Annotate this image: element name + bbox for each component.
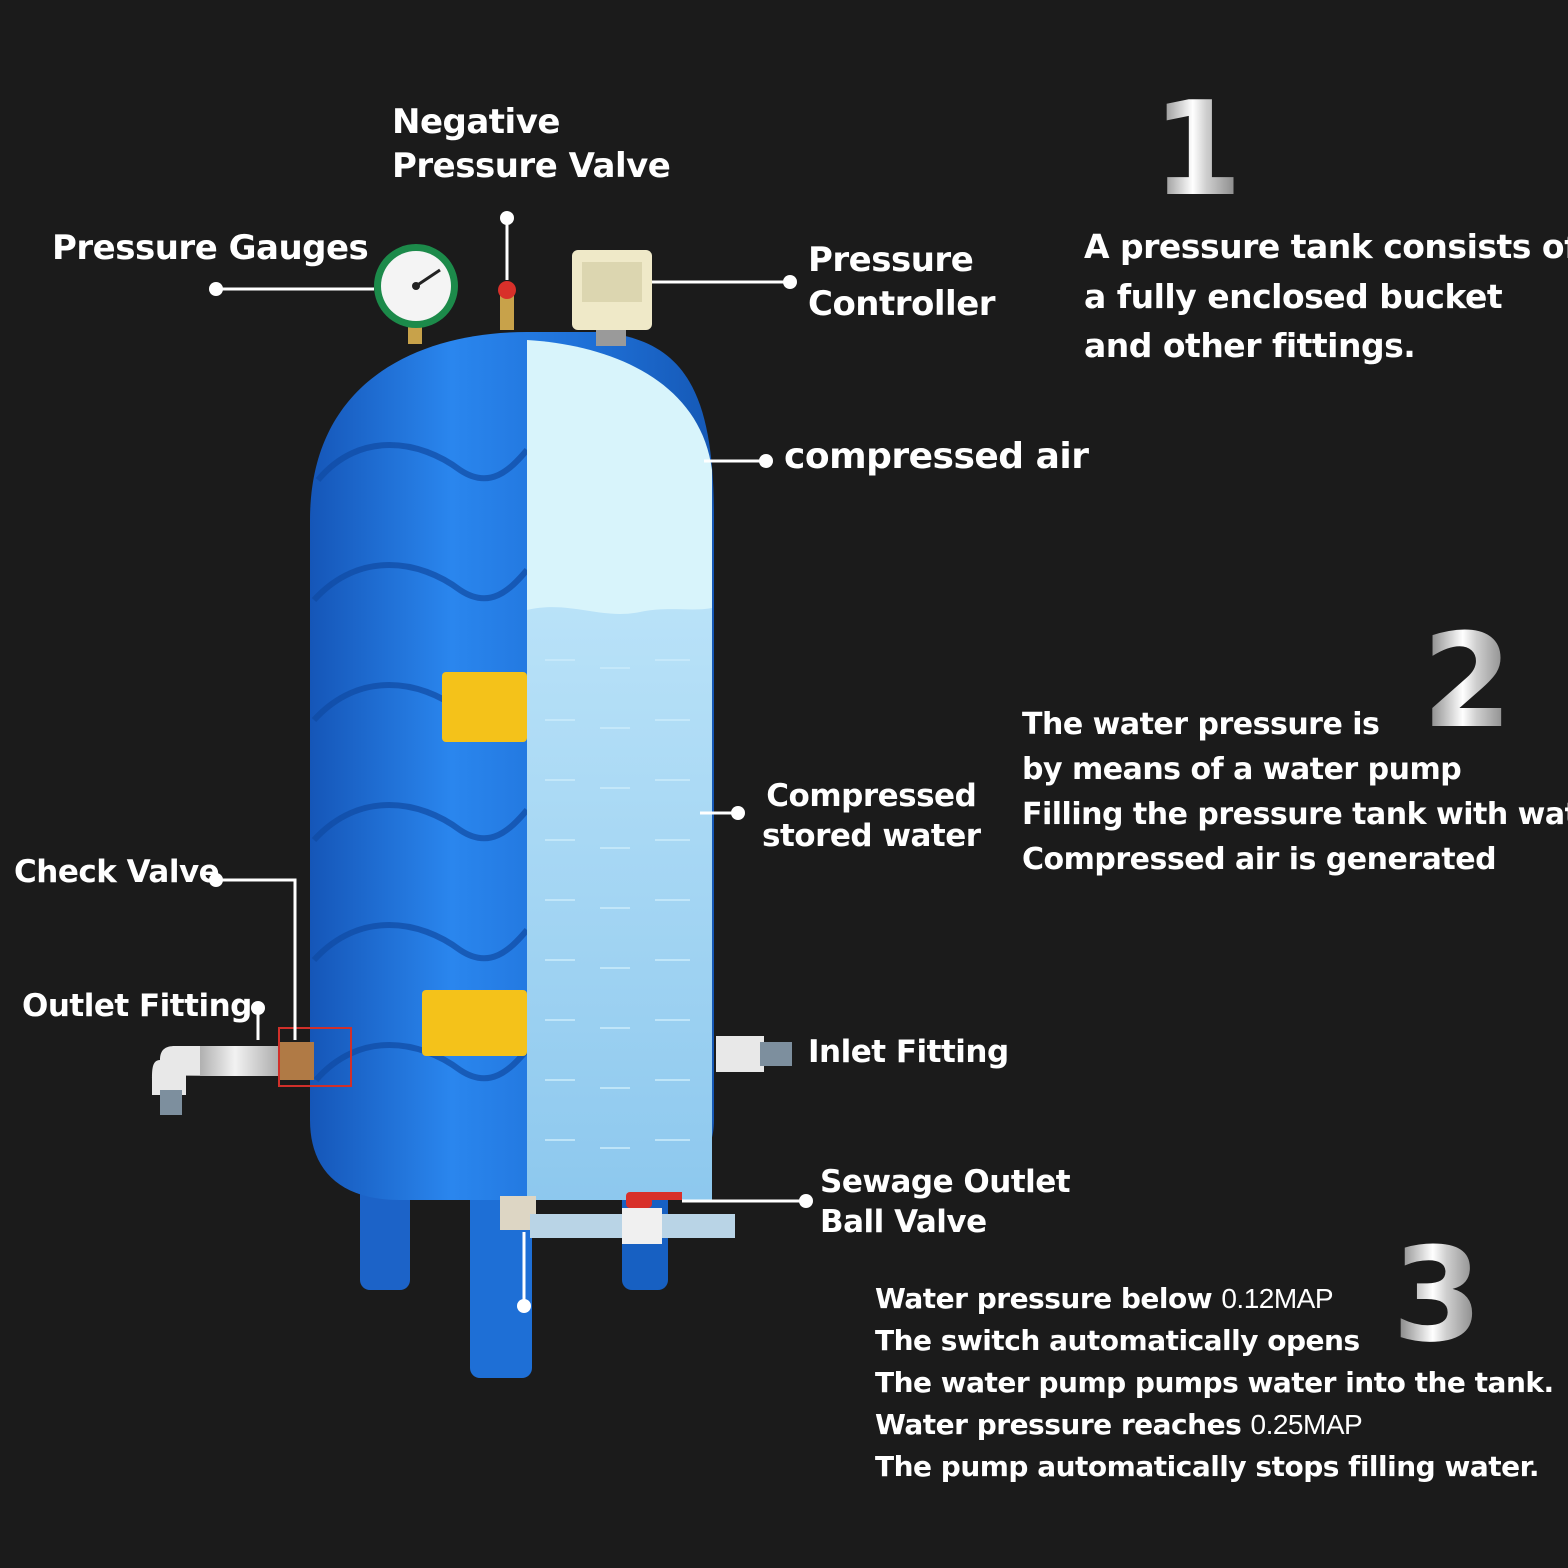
- step-line-text: Water pressure reaches: [875, 1408, 1242, 1441]
- label-line: Ball Valve: [820, 1204, 987, 1241]
- step-line: a fully enclosed bucket: [1084, 276, 1503, 316]
- check-valve-highlight: [278, 1027, 352, 1087]
- compressed-air-label: compressed air: [784, 436, 1089, 477]
- step-line: Water pressure reaches 0.25MAP: [875, 1404, 1554, 1446]
- step-line: Filling the pressure tank with water: [1022, 797, 1568, 832]
- outlet-fitting-label: Outlet Fitting: [22, 988, 252, 1024]
- step-1-text: A pressure tank consists of a fully encl…: [1084, 222, 1568, 371]
- label-plate: [442, 672, 527, 742]
- check-valve-label: Check Valve: [14, 854, 220, 890]
- outlet-fitting-icon: [152, 1042, 314, 1115]
- tank-ribs: [311, 442, 530, 1082]
- step-line: The water pump pumps water into the tank…: [875, 1366, 1554, 1399]
- step-line: The water pressure is: [1022, 707, 1380, 742]
- inlet-fitting-label: Inlet Fitting: [808, 1034, 1009, 1070]
- pressure-gauge-icon: [374, 244, 458, 344]
- pressure-controller-label: Pressure Controller: [808, 238, 996, 326]
- step-line: The pump automatically stops filling wat…: [875, 1450, 1540, 1483]
- label-line: Compressed: [766, 778, 977, 814]
- sewage-outlet-label: Sewage Outlet Ball Valve: [820, 1162, 1071, 1243]
- label-line: stored water: [762, 818, 981, 855]
- inlet-fitting-icon: [716, 1036, 792, 1072]
- step-3-text: Water pressure below 0.12MAP The switch …: [875, 1278, 1554, 1488]
- high-pressure-value: 0.25MAP: [1250, 1409, 1363, 1440]
- leader-lines: [209, 211, 813, 1313]
- step-line: by means of a water pump: [1022, 752, 1462, 787]
- step-line-text: Water pressure below: [875, 1282, 1213, 1315]
- step-line: A pressure tank consists of: [1084, 227, 1568, 266]
- label-plate: [422, 990, 527, 1056]
- tank-cutaway: [527, 340, 712, 1200]
- label-line: Sewage Outlet: [820, 1164, 1071, 1200]
- pressure-controller-icon: [572, 250, 652, 346]
- label-line: Pressure: [808, 240, 974, 280]
- step-line: and other fittings.: [1084, 326, 1416, 365]
- step-line: The switch automatically opens: [875, 1324, 1360, 1357]
- negative-pressure-valve-label: Negative Pressure Valve: [392, 100, 671, 188]
- sewage-ball-valve-icon: [500, 1192, 735, 1244]
- step-line: Water pressure below 0.12MAP: [875, 1278, 1554, 1320]
- step-2-text: The water pressure is by means of a wate…: [1022, 702, 1568, 882]
- label-line: Negative: [392, 102, 560, 142]
- label-line: Controller: [808, 284, 996, 325]
- low-pressure-value: 0.12MAP: [1221, 1283, 1334, 1314]
- label-line: Pressure Valve: [392, 146, 671, 187]
- step-line: Compressed air is generated: [1022, 842, 1497, 877]
- negative-pressure-valve-icon: [498, 281, 516, 330]
- pressure-gauges-label: Pressure Gauges: [52, 228, 369, 268]
- compressed-water-label: Compressed stored water: [762, 776, 981, 857]
